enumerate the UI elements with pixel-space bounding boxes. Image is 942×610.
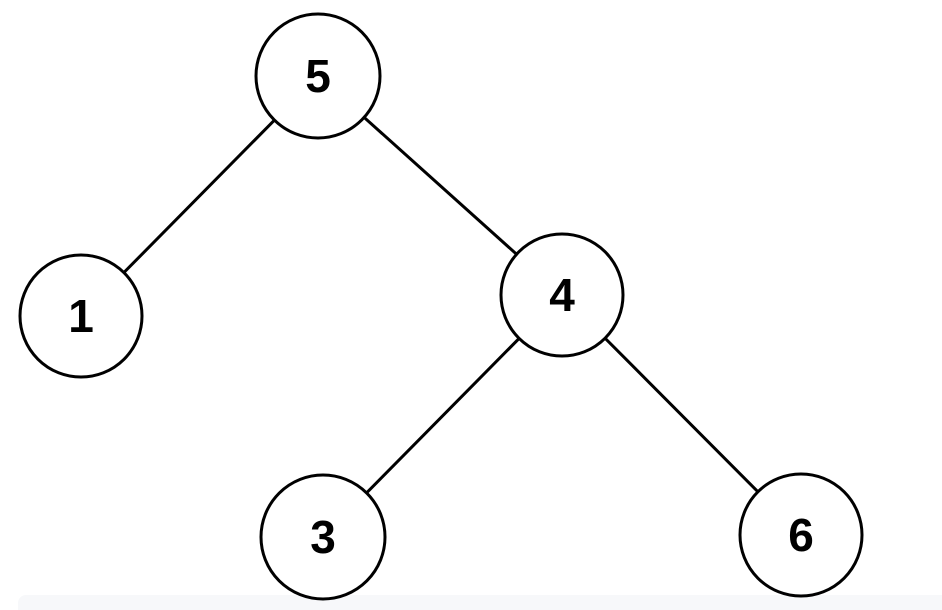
tree-node-circle-1 [18, 253, 144, 379]
tree-node-label-5: 5 [305, 50, 331, 102]
bottom-panel [18, 595, 942, 610]
tree-node-circle-3 [259, 473, 387, 601]
tree-node-circle-4 [499, 232, 625, 358]
tree-node-label-3: 3 [310, 511, 336, 563]
tree-node-circle-6 [738, 472, 864, 598]
tree-node-label-1: 1 [68, 290, 94, 342]
tree-node-label-6: 6 [788, 509, 814, 561]
tree-node-circle-5 [254, 12, 382, 140]
tree-node-label-4: 4 [549, 269, 575, 321]
